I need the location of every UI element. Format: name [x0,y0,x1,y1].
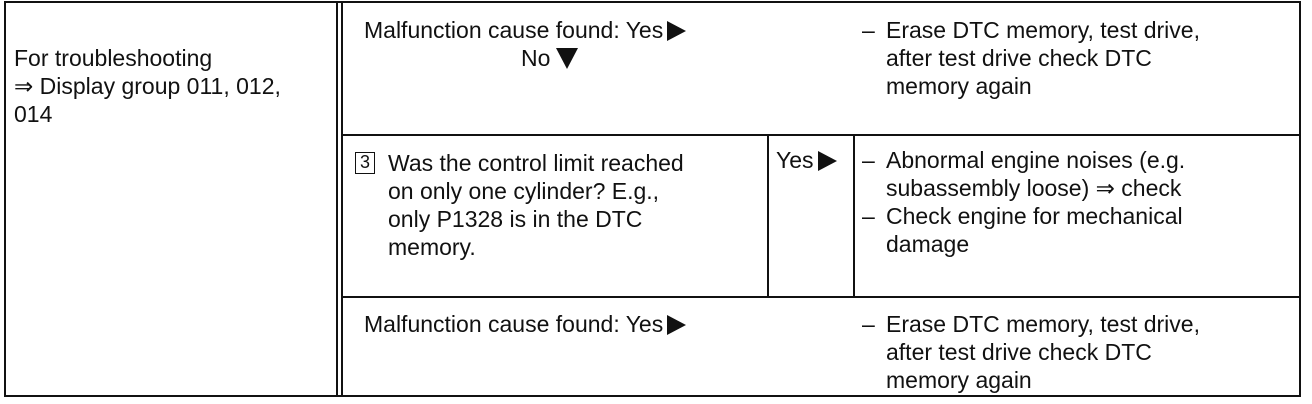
question-line: only P1328 is in the DTC [388,206,643,232]
no-label: No [521,45,551,71]
cause-found-label: Malfunction cause found: Yes [364,311,664,337]
cause-found-yes: Malfunction cause found: Yes [364,16,687,44]
cause-found-label: Malfunction cause found: Yes [364,17,664,43]
question-line: memory. [388,234,476,260]
action-line: Check engine for mechanical [886,203,1183,229]
action-line: Erase DTC memory, test drive, [886,311,1200,337]
triangle-right-icon [817,151,837,171]
yes-branch: Yes [776,146,837,174]
triangle-right-icon [667,315,687,335]
bullet-dash: – [862,17,875,43]
action-line: Abnormal engine noises (e.g. [886,147,1186,173]
troubleshooting-label: For troubleshooting [14,45,213,71]
bullet-dash: – [862,203,875,229]
triangle-right-icon [667,21,687,41]
question-line: Was the control limit reached [388,150,684,176]
bullet-dash: – [862,147,875,173]
cell-divider [767,134,769,297]
yes-label: Yes [776,147,814,173]
action-line: after test drive check DTC [886,339,1152,365]
action-line: Erase DTC memory, test drive, [886,17,1200,43]
display-group-continued: 014 [14,101,53,127]
table-frame [4,1,1301,397]
bullet-dash: – [862,311,875,337]
column-divider [341,1,343,397]
display-group-link[interactable]: ⇒ Display group 011, 012, [14,73,281,99]
row-divider [341,134,1301,136]
question-line: on only one cylinder? E.g., [388,178,660,204]
action-line: memory again [886,367,1032,393]
step-number-box: 3 [355,152,375,174]
cause-found-yes: Malfunction cause found: Yes [364,310,687,338]
triangle-down-icon [556,48,579,69]
column-divider [336,1,338,397]
row-divider [341,296,1301,298]
cause-found-no: No [521,44,579,72]
action-line: subassembly loose) ⇒ check [886,175,1182,201]
action-line: damage [886,231,970,257]
action-line: memory again [886,73,1032,99]
cell-divider [853,134,855,297]
action-line: after test drive check DTC [886,45,1152,71]
